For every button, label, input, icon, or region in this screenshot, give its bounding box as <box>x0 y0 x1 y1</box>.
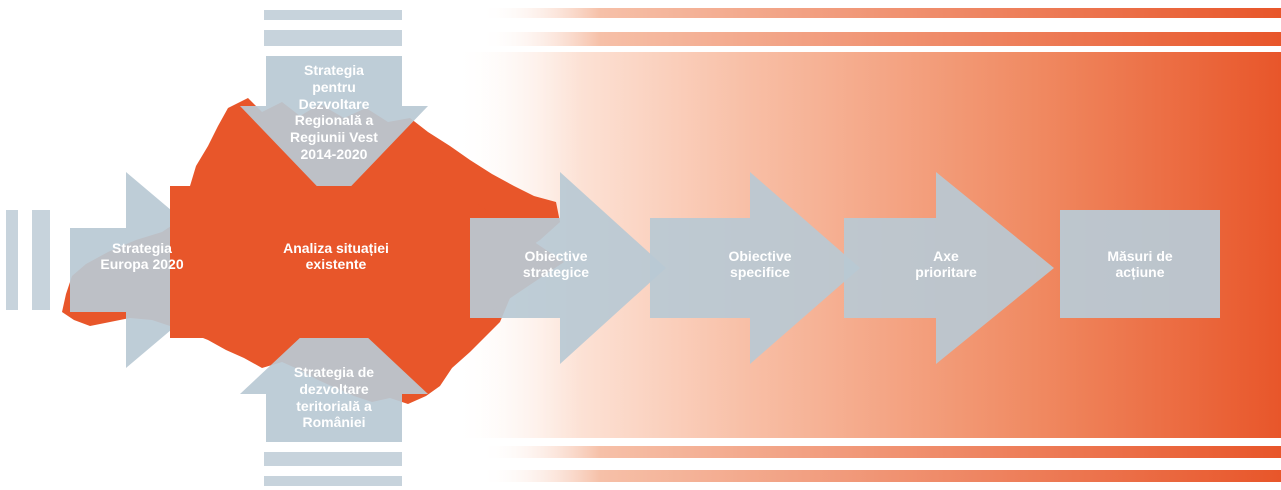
label-line: Regională a <box>294 112 374 129</box>
stripe-top-1 <box>480 8 1281 18</box>
label-analiza: Analiza situației existente <box>236 240 436 272</box>
input-arrow-bottom <box>240 306 428 442</box>
flow-arrow-2 <box>650 172 860 364</box>
flow-arrow-3 <box>844 172 1054 364</box>
label-axe-prioritare: Axe prioritare <box>876 248 1016 280</box>
label-obiective-specifice: Obiective specifice <box>690 248 830 280</box>
label-line: Analiza situației <box>283 240 389 256</box>
label-line: Axe <box>933 248 959 264</box>
flow-arrow-1 <box>470 172 666 364</box>
label-line: României <box>302 414 366 431</box>
label-strategia-teritoriala: Strategia de dezvoltare teritorială a Ro… <box>264 364 404 431</box>
label-line: pentru <box>312 78 356 95</box>
input-arrow-left <box>70 172 242 368</box>
label-line: specifice <box>730 264 790 281</box>
stripe-top-2 <box>480 32 1281 46</box>
label-line: Măsuri de <box>1107 248 1173 264</box>
label-line: strategice <box>522 264 590 281</box>
label-line: 2014-2020 <box>300 145 368 162</box>
label-line: Strategia <box>112 240 172 256</box>
input-stripe-top-1 <box>264 10 402 20</box>
label-line: Dezvoltare <box>298 95 370 112</box>
input-bar-left-2 <box>32 210 50 310</box>
label-line: teritorială a <box>296 397 372 414</box>
label-line: Strategia de <box>293 364 375 380</box>
label-strategia-regionala: Strategia pentru Dezvoltare Regională a … <box>264 62 404 163</box>
input-stripe-bottom-1 <box>264 452 402 466</box>
center-arrow <box>170 172 564 352</box>
label-line: Europa 2020 <box>100 256 184 273</box>
label-line: prioritare <box>915 264 977 281</box>
stripe-bottom-2 <box>480 470 1281 482</box>
label-strategia-europa: Strategia Europa 2020 <box>72 240 212 272</box>
stripe-bottom-1 <box>480 446 1281 458</box>
label-line: Regiunii Vest <box>290 129 378 146</box>
label-line: existente <box>305 256 367 273</box>
label-obiective-strategice: Obiective strategice <box>486 248 626 280</box>
label-masuri-actiune: Măsuri de acțiune <box>1070 248 1210 280</box>
label-line: acțiune <box>1115 264 1165 281</box>
input-bar-left-1 <box>6 210 18 310</box>
label-line: Obiective <box>524 248 588 264</box>
flow-box-4 <box>1060 210 1220 318</box>
input-stripe-bottom-2 <box>264 476 402 486</box>
input-arrow-top <box>240 56 428 204</box>
label-line: Obiective <box>728 248 792 264</box>
input-stripe-top-2 <box>264 30 402 46</box>
label-line: Strategia <box>304 62 364 78</box>
label-line: dezvoltare <box>299 380 369 397</box>
